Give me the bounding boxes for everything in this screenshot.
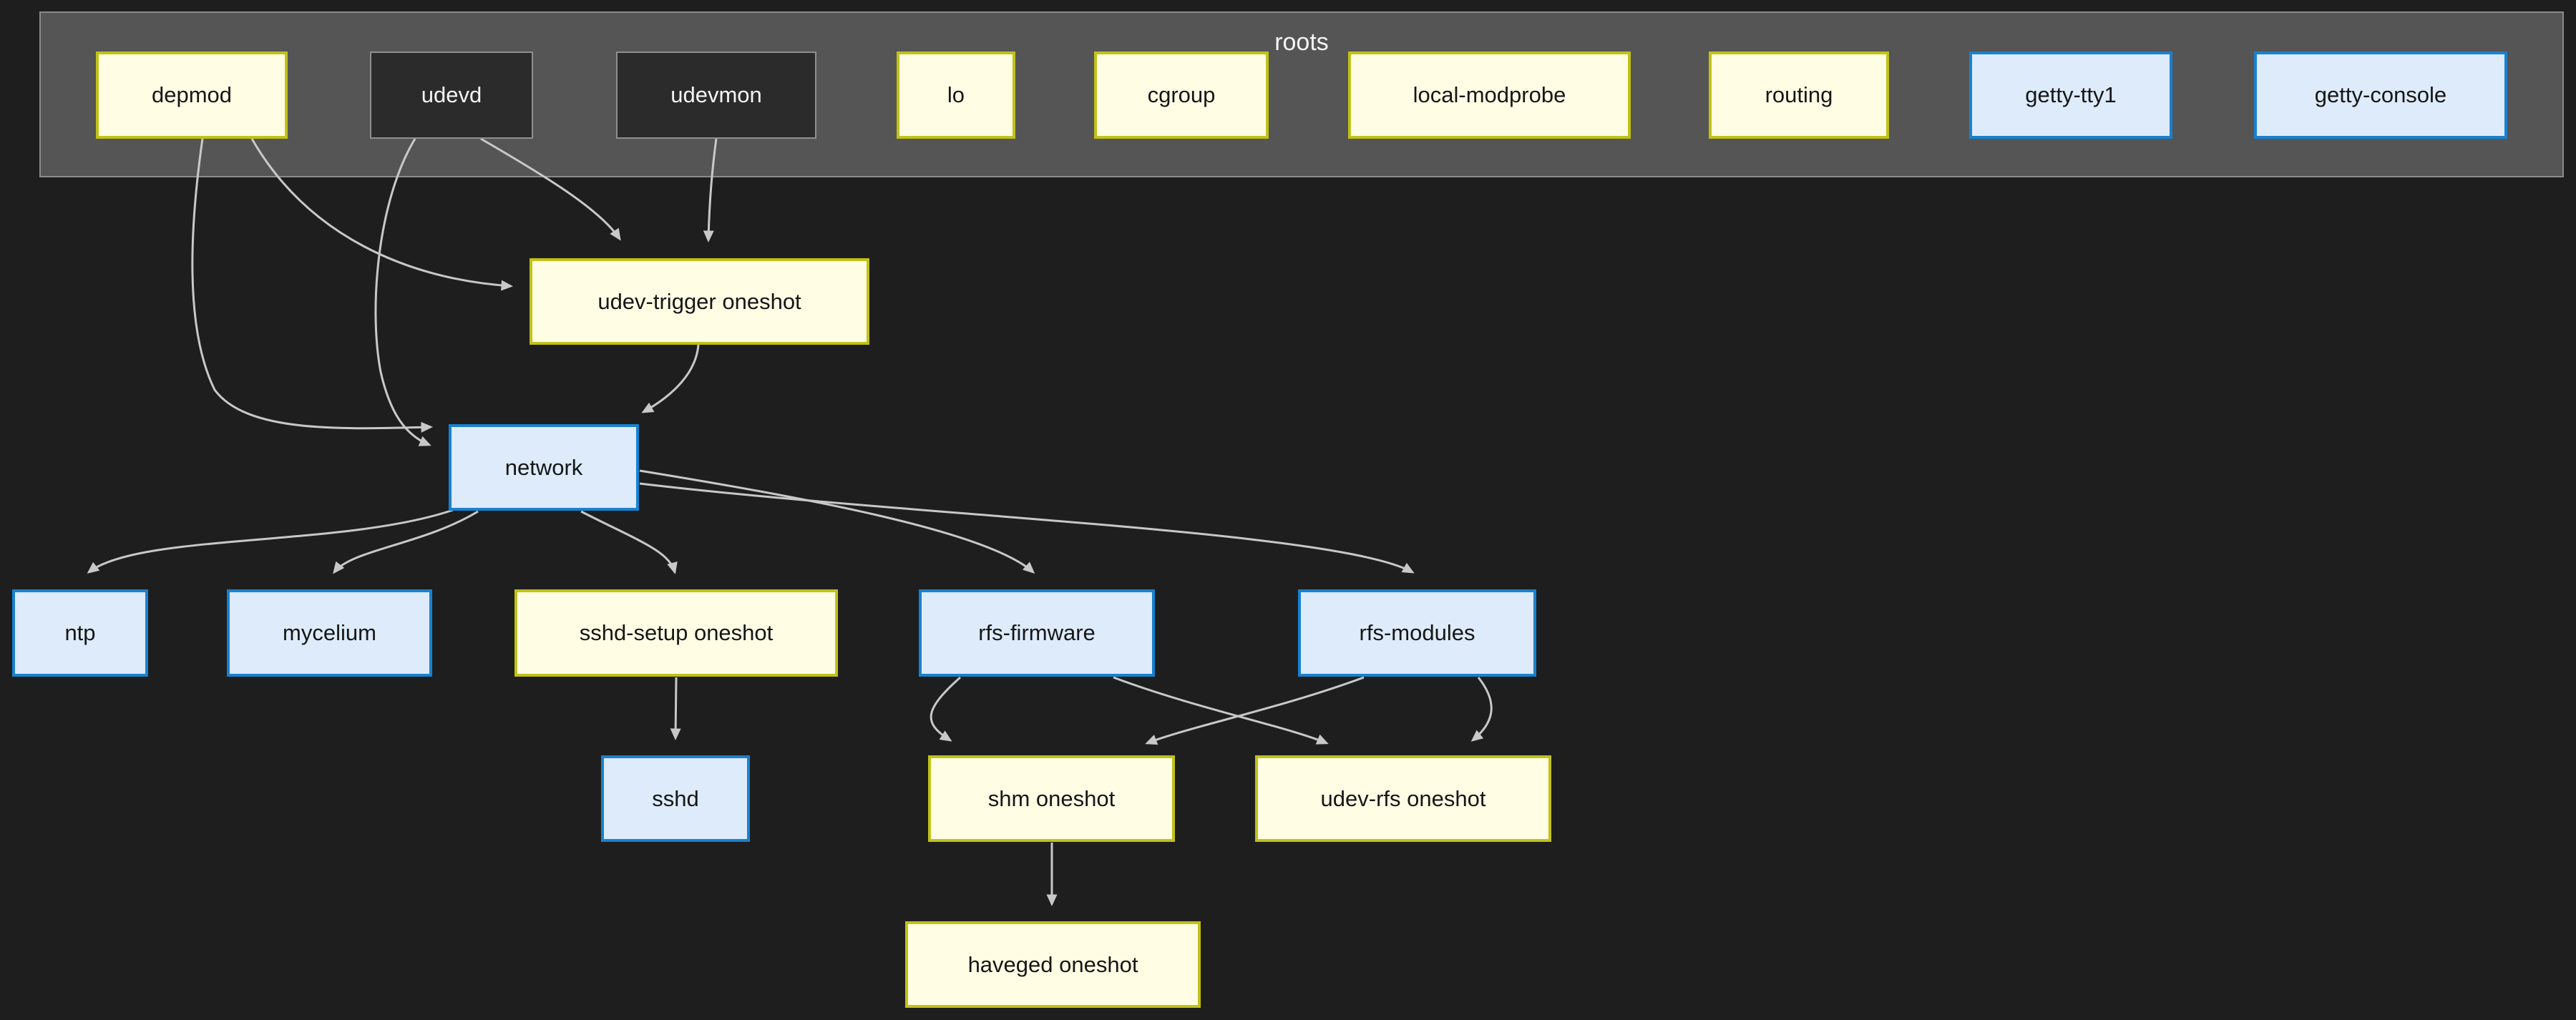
- node-label-getty-console: getty-console: [2314, 82, 2447, 107]
- node-label-sshd-setup: sshd-setup oneshot: [579, 620, 774, 645]
- node-sshd: sshd: [601, 755, 750, 842]
- edge-udevd-to-udev-trigger: [480, 137, 621, 241]
- node-label-ntp: ntp: [64, 620, 96, 645]
- node-haveged: haveged oneshot: [905, 921, 1201, 1008]
- node-label-getty-tty1: getty-tty1: [2025, 82, 2117, 107]
- node-label-network: network: [504, 454, 583, 480]
- node-shm: shm oneshot: [928, 755, 1175, 842]
- edge-rfs-modules-to-shm: [1145, 676, 1365, 745]
- node-label-udev-rfs: udev-rfs oneshot: [1320, 785, 1486, 811]
- node-label-shm: shm oneshot: [987, 785, 1116, 811]
- edge-network-to-rfs-modules: [639, 482, 1415, 574]
- node-label-routing: routing: [1765, 82, 1833, 107]
- edge-rfs-firmware-to-udev-rfs: [1113, 676, 1329, 745]
- node-label-udevd: udevd: [421, 82, 482, 107]
- node-ntp: ntp: [12, 589, 148, 677]
- node-label-mycelium: mycelium: [283, 620, 376, 645]
- edge-rfs-modules-to-udev-rfs: [1470, 677, 1493, 742]
- node-label-sshd: sshd: [652, 785, 699, 811]
- node-rfs-firmware: rfs-firmware: [919, 589, 1155, 677]
- node-udevd: udevd: [370, 52, 533, 139]
- node-label-local-modprobe: local-modprobe: [1413, 82, 1566, 107]
- node-depmod: depmod: [96, 52, 288, 139]
- node-label-rfs-modules: rfs-modules: [1359, 620, 1475, 645]
- node-udev-trigger: udev-trigger oneshot: [530, 258, 869, 345]
- node-label-lo: lo: [947, 82, 965, 107]
- edge-sshd-setup-to-sshd: [670, 677, 681, 740]
- node-network: network: [449, 424, 639, 511]
- node-sshd-setup: sshd-setup oneshot: [514, 589, 838, 677]
- edge-network-to-rfs-firmware: [639, 469, 1035, 574]
- node-label-haveged: haveged oneshot: [967, 951, 1138, 977]
- edge-rfs-firmware-to-shm: [930, 676, 961, 742]
- node-label-depmod: depmod: [151, 82, 233, 107]
- node-label-udevmon: udevmon: [670, 82, 762, 107]
- node-udevmon: udevmon: [616, 52, 816, 139]
- node-mycelium: mycelium: [227, 589, 432, 677]
- node-rfs-modules: rfs-modules: [1298, 589, 1536, 677]
- node-udev-rfs: udev-rfs oneshot: [1255, 755, 1551, 842]
- edge-udevmon-to-udev-trigger: [703, 138, 718, 242]
- edge-network-to-ntp: [87, 509, 454, 574]
- node-routing: routing: [1709, 52, 1889, 139]
- node-label-rfs-firmware: rfs-firmware: [978, 620, 1096, 645]
- node-lo: lo: [897, 52, 1015, 139]
- edge-depmod-to-udev-trigger: [250, 138, 513, 291]
- node-cgroup: cgroup: [1094, 52, 1269, 139]
- edge-network-to-mycelium: [333, 510, 479, 574]
- node-getty-tty1: getty-tty1: [1969, 52, 2172, 139]
- node-label-cgroup: cgroup: [1147, 82, 1216, 107]
- node-getty-console: getty-console: [2254, 52, 2507, 139]
- node-label-udev-trigger: udev-trigger oneshot: [597, 288, 801, 314]
- edge-udevd-to-network: [374, 138, 431, 446]
- edge-udev-trigger-to-network: [641, 344, 700, 413]
- edge-depmod-to-network: [191, 138, 433, 433]
- cluster-roots-label: roots: [1274, 29, 1329, 56]
- node-local-modprobe: local-modprobe: [1348, 52, 1631, 139]
- edge-network-to-sshd-setup: [580, 510, 678, 574]
